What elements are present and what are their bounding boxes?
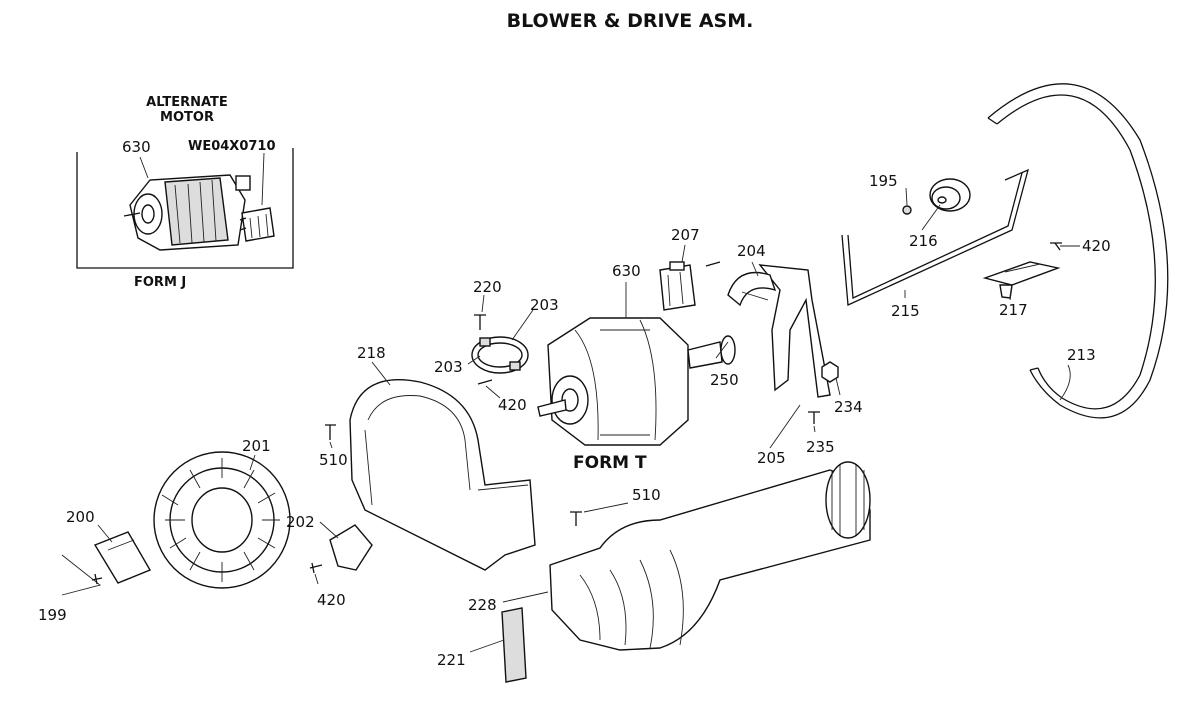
- callout-202: 202: [286, 513, 315, 531]
- callout-199: 199: [38, 606, 67, 624]
- screw-420-clamp: [477, 379, 493, 385]
- alternate-motor-inset: ALTERNATE MOTOR 630 WE04X0710 FORM J: [76, 95, 294, 290]
- motor-clamp: [471, 336, 529, 374]
- idler-arm: [841, 168, 1029, 306]
- blower-wheel: [153, 451, 291, 589]
- leader-lines: [61, 187, 1080, 653]
- callout-228: 228: [468, 596, 497, 614]
- blower-housing: [349, 378, 536, 571]
- callout-420-top: 420: [1082, 237, 1111, 255]
- idler-nut: [902, 205, 912, 215]
- alternate-motor: [123, 174, 251, 251]
- inset-title-line1: ALTERNATE: [146, 95, 228, 110]
- drum: [987, 83, 1169, 419]
- idler-pulley: [929, 178, 971, 212]
- callouts: 195 216 420 217 215 213 204 207 630 220 …: [38, 172, 1111, 669]
- callout-420-lower: 420: [317, 591, 346, 609]
- callout-420-clamp: 420: [498, 396, 527, 414]
- screw-220: [474, 314, 486, 330]
- callout-630: 630: [612, 262, 641, 280]
- inset-form-label: FORM J: [134, 275, 186, 290]
- lint-trap-seal: [501, 607, 527, 683]
- callout-204: 204: [737, 242, 766, 260]
- inset-motor-number: 630: [122, 138, 151, 156]
- callout-250: 250: [710, 371, 739, 389]
- form-t-label: FORM T: [573, 453, 647, 473]
- nut-234: [821, 361, 839, 383]
- callout-216: 216: [909, 232, 938, 250]
- screw-510-left: [325, 424, 336, 440]
- callout-220: 220: [473, 278, 502, 296]
- callout-195: 195: [869, 172, 898, 190]
- drum-bracket: [982, 261, 1061, 299]
- callout-203-left: 203: [434, 358, 463, 376]
- drive-motor: [537, 317, 736, 446]
- callout-207: 207: [671, 226, 700, 244]
- motor-switch: [239, 207, 275, 242]
- screw-235: [808, 411, 820, 424]
- callout-221: 221: [437, 651, 466, 669]
- callout-234: 234: [834, 398, 863, 416]
- centrifugal-switch: [659, 261, 721, 311]
- callout-200: 200: [66, 508, 95, 526]
- callout-218: 218: [357, 344, 386, 362]
- callout-201: 201: [242, 437, 271, 455]
- callout-203-right: 203: [530, 296, 559, 314]
- callout-510-left: 510: [319, 451, 348, 469]
- exhaust-duct: [549, 461, 871, 651]
- clip: [93, 531, 152, 584]
- motor-mount-bracket: [727, 264, 831, 398]
- callout-510-middle: 510: [632, 486, 661, 504]
- callout-213: 213: [1067, 346, 1096, 364]
- callout-215: 215: [891, 302, 920, 320]
- diagram-title: BLOWER & DRIVE ASM.: [507, 10, 754, 32]
- housing-cover: [329, 524, 373, 571]
- callout-217: 217: [999, 301, 1028, 319]
- callout-235: 235: [806, 438, 835, 456]
- screw-420-top: [1050, 242, 1062, 251]
- screw-510-middle: [570, 511, 582, 526]
- inset-title-line2: MOTOR: [160, 110, 214, 125]
- callout-205: 205: [757, 449, 786, 467]
- screw-420-lower: [309, 562, 323, 574]
- inset-part-number: WE04X0710: [188, 139, 276, 154]
